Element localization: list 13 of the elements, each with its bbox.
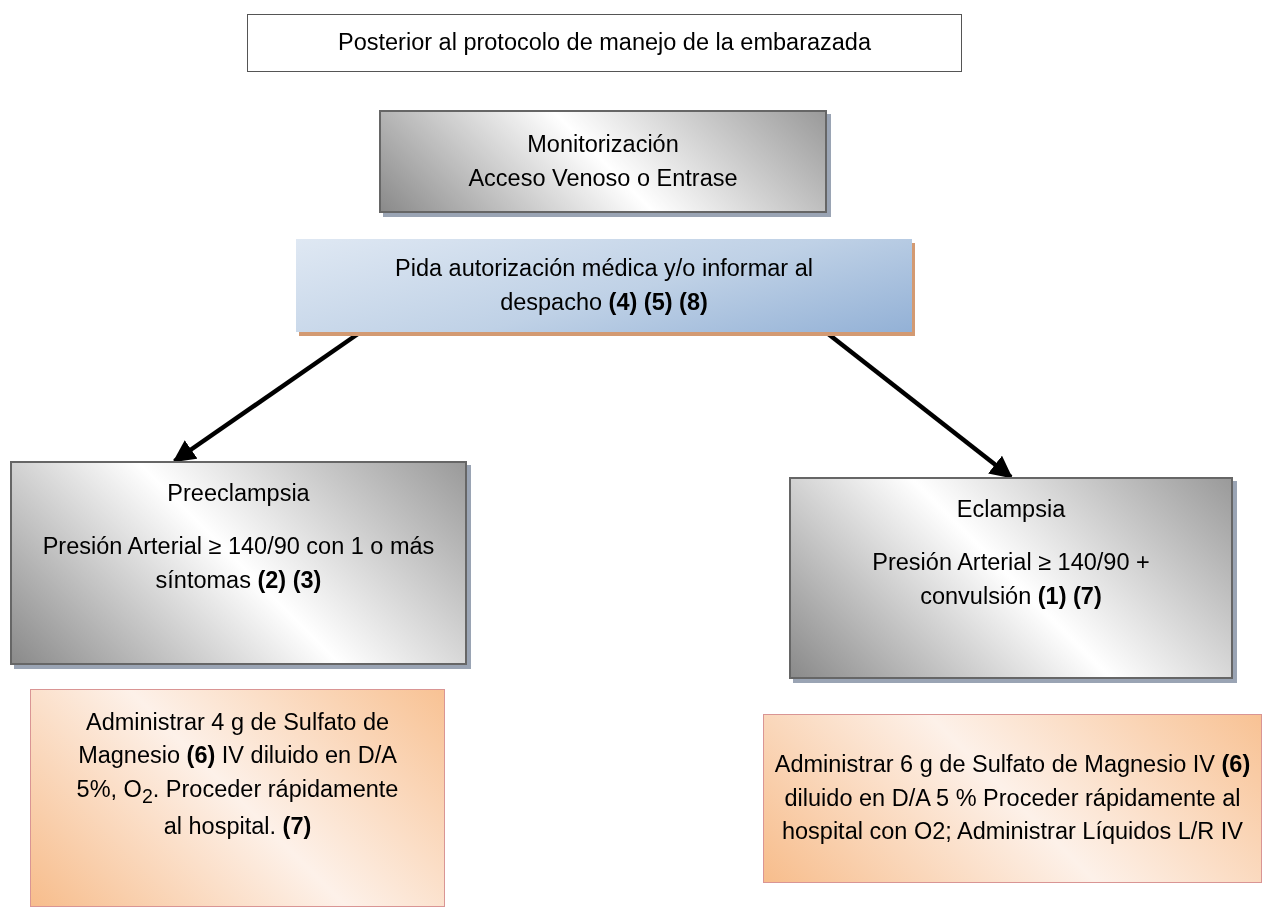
box-text: Presión Arterial ≥ 140/90 + convulsión (1) (7): [871, 548, 1151, 611]
box-text: Posterior al protocolo de manejo de la embarazada: [338, 28, 871, 58]
box-text: Pida autorización médica y/o informar al despacho (4) (5) (8): [394, 254, 814, 317]
box-text: Administrar 6 g de Sulfato de Magnesio IV (6) diluido en D/A 5 % Proceder rápidamente al hospital con O2; Administrar Líquidos L/R IV: [773, 750, 1252, 847]
box-heading: Preeclampsia: [167, 479, 310, 508]
box-text: Presión Arterial ≥ 140/90 con 1 o más síntomas (2) (3): [41, 532, 436, 595]
box-text: Acceso Venoso o Entrase: [468, 163, 738, 193]
action-box: [30, 689, 445, 907]
box-heading: Monitorización: [527, 130, 679, 160]
title-box: [247, 14, 962, 72]
action-box: [763, 714, 1262, 883]
box-heading: Eclampsia: [956, 495, 1066, 524]
box-text: Administrar 4 g de Sulfato de Magnesio (6) IV diluido en D/A 5%, O$_{2}$. Proceder rápidamente al hospital. (7): [75, 708, 400, 842]
